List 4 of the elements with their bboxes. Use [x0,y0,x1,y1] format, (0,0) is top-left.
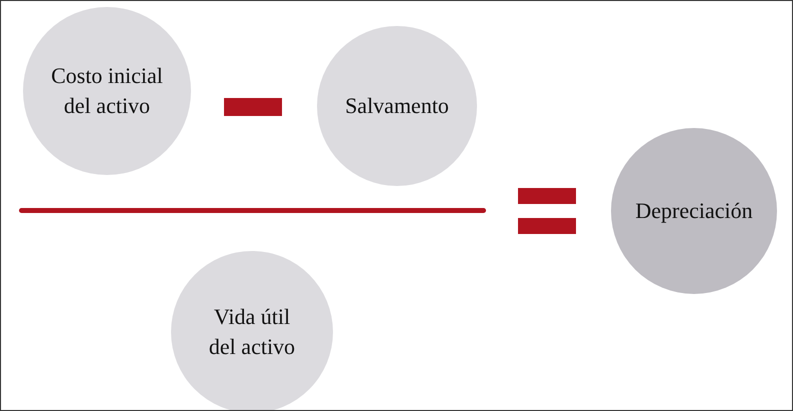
node-label: Costo inicial del activo [50,62,164,120]
node-label: Vida útil del activo [208,303,296,361]
node-label: Salvamento [345,92,449,120]
node-label: Depreciación [635,197,753,225]
